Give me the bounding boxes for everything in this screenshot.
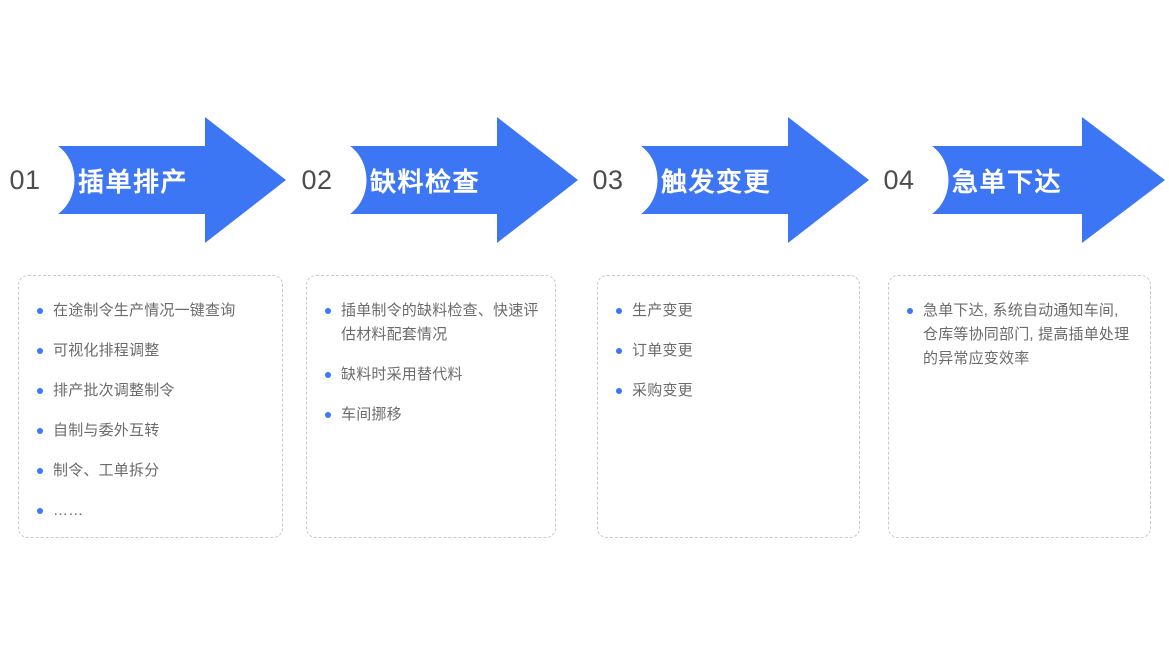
process-step-3[interactable]: 03 触发变更 (583, 100, 873, 260)
list-item: 订单变更 (614, 339, 843, 363)
bullet-list-3: 生产变更 订单变更 采购变更 (614, 299, 843, 403)
process-step-1[interactable]: 01 插单排产 (0, 100, 290, 260)
list-item: 制令、工单拆分 (35, 459, 266, 483)
process-step-4[interactable]: 04 急单下达 (874, 100, 1169, 260)
process-step-2[interactable]: 02 缺料检查 (292, 100, 582, 260)
arrow-shape-3 (633, 100, 873, 260)
step-number-3: 03 (592, 164, 624, 195)
arrow-shape-1 (50, 100, 290, 260)
arrow-shape-2 (342, 100, 582, 260)
list-item: 车间挪移 (323, 403, 539, 427)
list-item: 自制与委外互转 (35, 419, 266, 443)
list-item: …… (35, 499, 266, 523)
list-item: 采购变更 (614, 379, 843, 403)
list-item: 生产变更 (614, 299, 843, 323)
detail-card-1: 在途制令生产情况一键查询 可视化排程调整 排产批次调整制令 自制与委外互转 制令… (18, 275, 283, 538)
detail-card-3: 生产变更 订单变更 采购变更 (597, 275, 860, 538)
detail-cards-row: 在途制令生产情况一键查询 可视化排程调整 排产批次调整制令 自制与委外互转 制令… (0, 275, 1169, 540)
bullet-list-1: 在途制令生产情况一键查询 可视化排程调整 排产批次调整制令 自制与委外互转 制令… (35, 299, 266, 523)
list-item: 急单下达, 系统自动通知车间, 仓库等协同部门, 提高插单处理的异常应变效率 (905, 299, 1134, 371)
step-number-4: 04 (883, 164, 915, 195)
bullet-list-4: 急单下达, 系统自动通知车间, 仓库等协同部门, 提高插单处理的异常应变效率 (905, 299, 1134, 371)
list-item: 在途制令生产情况一键查询 (35, 299, 266, 323)
list-item: 排产批次调整制令 (35, 379, 266, 403)
process-steps-row: 01 插单排产 02 缺料检查 03 (0, 100, 1169, 260)
list-item: 缺料时采用替代料 (323, 363, 539, 387)
list-item: 插单制令的缺料检查、快速评估材料配套情况 (323, 299, 539, 347)
detail-card-2: 插单制令的缺料检查、快速评估材料配套情况 缺料时采用替代料 车间挪移 (306, 275, 556, 538)
list-item: 可视化排程调整 (35, 339, 266, 363)
step-number-2: 02 (301, 164, 333, 195)
detail-card-4: 急单下达, 系统自动通知车间, 仓库等协同部门, 提高插单处理的异常应变效率 (888, 275, 1151, 538)
bullet-list-2: 插单制令的缺料检查、快速评估材料配套情况 缺料时采用替代料 车间挪移 (323, 299, 539, 427)
step-number-1: 01 (9, 164, 41, 195)
arrow-shape-4 (924, 100, 1169, 260)
